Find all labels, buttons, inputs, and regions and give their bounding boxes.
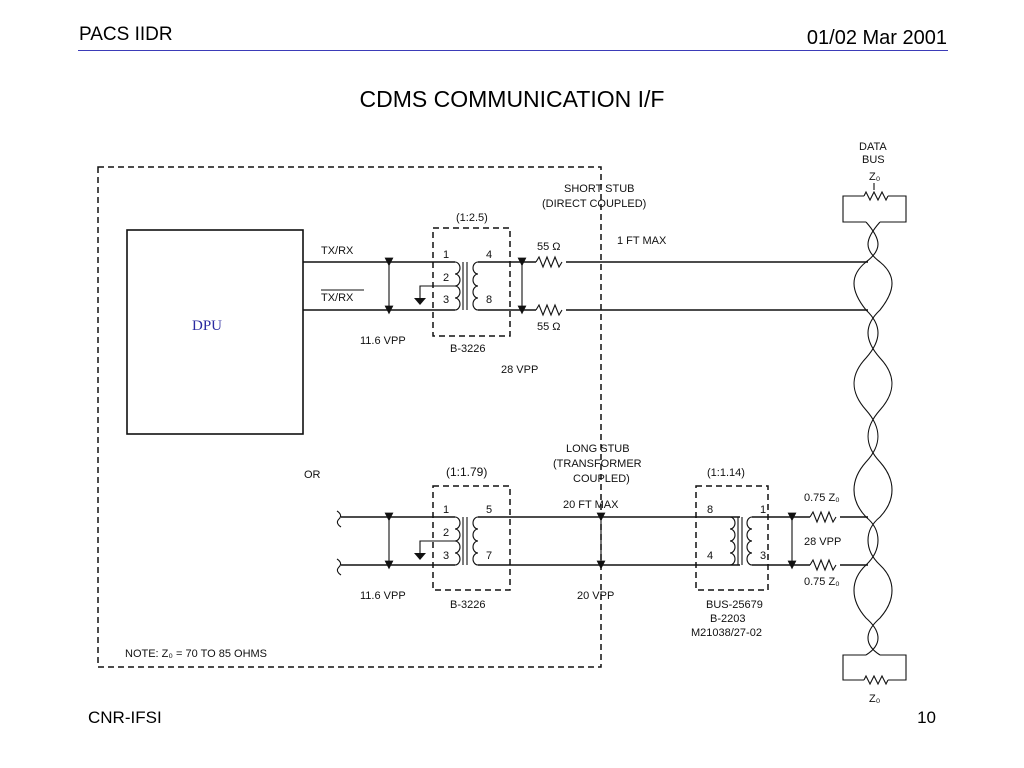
short-max: 1 FT MAX <box>617 235 667 247</box>
data-bus-label-2: BUS <box>862 154 885 166</box>
lt-secondary-coil <box>472 516 479 566</box>
short-part: B-3226 <box>450 343 485 355</box>
resistor-bottom <box>535 303 563 317</box>
header-left: PACS IIDR <box>79 24 173 45</box>
short-transformer-box <box>432 227 511 337</box>
long-transformer-right-box <box>695 485 769 591</box>
short-res-top: 55 Ω <box>537 241 561 253</box>
twisted-pair-a <box>853 221 879 656</box>
long-part-left: B-3226 <box>450 599 485 611</box>
rt-pin-8: 8 <box>707 504 713 516</box>
lt-pin-1: 1 <box>443 504 449 516</box>
txrx-bar-label: TX/RX <box>321 292 354 304</box>
resistor-top <box>535 255 563 269</box>
rt-primary-coil <box>729 516 736 566</box>
lt-center-tap <box>419 540 455 553</box>
rt-pin-4: 4 <box>707 550 713 562</box>
rt-pin-1: 1 <box>760 504 766 516</box>
long-vpp-left: 11.6 VPP <box>360 590 406 602</box>
short-vpp-right: 28 VPP <box>501 364 538 376</box>
lt-ground-icon <box>414 553 426 560</box>
pin-8: 8 <box>486 294 492 306</box>
short-vpp-left: 11.6 VPP <box>360 335 406 347</box>
long-res-top: 0.75 Z₀ <box>804 492 840 504</box>
data-bus-z0-top: Z₀ <box>869 171 880 183</box>
primary-coil <box>454 261 461 311</box>
data-bus-z0-bottom: Z₀ <box>869 693 880 705</box>
page-number: 10 <box>917 708 936 727</box>
rt-pin-3: 3 <box>760 550 766 562</box>
short-stub-subtitle: (DIRECT COUPLED) <box>542 198 646 210</box>
dpu-box <box>126 229 304 435</box>
pin-4: 4 <box>486 249 492 261</box>
dpu-label: DPU <box>192 318 222 334</box>
terminator-resistor-bottom <box>863 674 889 686</box>
long-stub-title: LONG STUB <box>566 443 630 455</box>
long-vpp-mid: 20 VPP <box>577 590 614 602</box>
long-max: 20 FT MAX <box>563 499 619 511</box>
header-date: 01/02 Mar 2001 <box>806 27 947 49</box>
rt-part-2: B-2203 <box>710 613 745 625</box>
lt-pin-2: 2 <box>443 527 449 539</box>
lt-pin-5: 5 <box>486 504 492 516</box>
center-tap-ground <box>419 285 455 298</box>
long-stub-subtitle: (TRANSFORMER <box>553 458 642 470</box>
lt-primary-coil <box>454 516 461 566</box>
terminator-resistor-top <box>863 190 889 202</box>
data-bus-label-1: DATA <box>859 141 887 153</box>
enclosure-dashed-box <box>97 166 602 668</box>
footer-left: CNR-IFSI <box>88 708 162 727</box>
txrx-label: TX/RX <box>321 245 354 257</box>
long-ratio-right: (1:1.14) <box>707 467 745 479</box>
long-res-bottom: 0.75 Z₀ <box>804 576 840 588</box>
bus-terminator-top <box>842 195 907 223</box>
long-vpp-right: 28 VPP <box>804 536 841 548</box>
rt-part-3: M21038/27-02 <box>691 627 762 639</box>
secondary-coil <box>472 261 479 311</box>
twisted-pair-b <box>867 221 893 656</box>
rt-part-1: BUS-25679 <box>706 599 763 611</box>
input-break-bottom <box>336 558 342 576</box>
pin-2: 2 <box>443 272 449 284</box>
note-text: NOTE: Z₀ = 70 TO 85 OHMS <box>125 648 267 660</box>
short-stub-ratio: (1:2.5) <box>456 212 488 224</box>
lt-pin-7: 7 <box>486 550 492 562</box>
ground-icon <box>414 298 426 305</box>
input-break-top <box>336 510 342 528</box>
slide-title: CDMS COMMUNICATION I/F <box>359 86 665 112</box>
long-resistor-bottom <box>809 558 837 572</box>
long-stub-subtitle-2: COUPLED) <box>573 473 630 485</box>
bus-terminator-bottom <box>842 654 907 681</box>
pin-3: 3 <box>443 294 449 306</box>
long-resistor-top <box>809 510 837 524</box>
short-res-bottom: 55 Ω <box>537 321 561 333</box>
rt-secondary-coil <box>746 516 753 566</box>
pin-1: 1 <box>443 249 449 261</box>
long-transformer-left-box <box>432 485 511 591</box>
long-ratio-left: (1:1.79) <box>446 465 487 479</box>
or-label: OR <box>304 469 321 481</box>
short-stub-title: SHORT STUB <box>564 183 635 195</box>
lt-pin-3: 3 <box>443 550 449 562</box>
header-rule <box>78 50 948 51</box>
